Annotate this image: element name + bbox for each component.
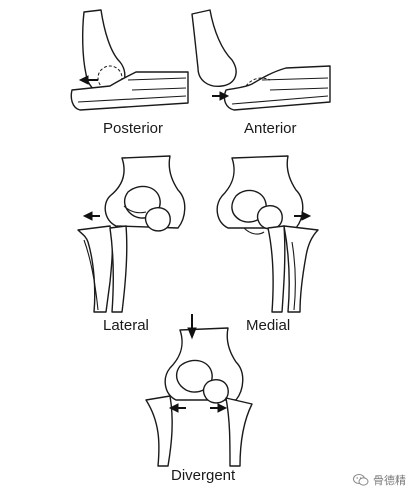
posterior-trochlea-outline (97, 65, 123, 91)
wechat-icon (353, 474, 369, 486)
posterior-panel (70, 9, 189, 111)
medial-ulna (283, 225, 319, 313)
label-medial: Medial (246, 317, 291, 334)
direction-arrow-icon (82, 211, 100, 221)
medial-panel (216, 155, 319, 313)
direction-arrow-icon (294, 211, 312, 221)
label-divergent: Divergent (171, 467, 236, 484)
divergent-radius (145, 395, 173, 467)
divergent-ulna (225, 397, 253, 467)
direction-arrow-icon (187, 314, 197, 340)
divergent-panel (145, 314, 253, 467)
lateral-radius (109, 225, 128, 313)
watermark: 骨德精 (353, 472, 406, 488)
direction-arrow-icon (212, 91, 230, 101)
label-lateral: Lateral (103, 317, 149, 334)
direction-arrow-icon (210, 403, 228, 413)
anterior-forearm (223, 65, 331, 111)
lateral-ulna (77, 225, 113, 313)
medial-radius (267, 225, 286, 313)
label-anterior: Anterior (244, 120, 297, 137)
lateral-panel (77, 155, 186, 313)
anterior-panel (191, 9, 331, 111)
direction-arrow-icon (78, 75, 98, 85)
watermark-text: 骨德精 (373, 474, 406, 487)
label-posterior: Posterior (103, 120, 164, 137)
anterior-humerus (191, 9, 237, 87)
direction-arrow-icon (168, 403, 186, 413)
